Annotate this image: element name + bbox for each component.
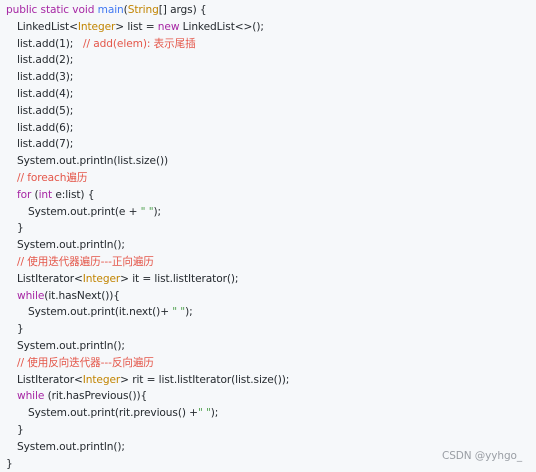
- code-line: list.add(2);: [17, 54, 74, 67]
- code-text: System.out.print(rit.previous() +: [28, 407, 198, 420]
- code-comment: // add(elem): 表示尾插: [83, 37, 196, 50]
- code-keyword: new: [157, 20, 180, 33]
- code-text: e:list) {: [52, 188, 95, 201]
- code-method-name: main: [97, 4, 124, 16]
- code-text: (: [123, 4, 128, 16]
- code-text: ListIterator<: [17, 272, 83, 285]
- code-line: ListIterator<Integer> it = list.listIter…: [6, 271, 536, 288]
- code-line: while (rit.hasPrevious()){: [6, 388, 536, 405]
- code-text: );: [210, 407, 219, 420]
- code-line: list.add(1); // add(elem): 表示尾插: [6, 36, 536, 53]
- code-line: list.add(6);: [17, 121, 74, 134]
- code-text: System.out.print(e +: [28, 205, 141, 218]
- code-line: while(it.hasNext()){: [6, 288, 536, 305]
- code-text: > list =: [115, 20, 158, 33]
- code-line: LinkedList<Integer> list = new LinkedLis…: [6, 19, 536, 36]
- code-string: " ": [140, 205, 154, 218]
- code-line: System.out.print(rit.previous() +" ");: [6, 405, 536, 422]
- code-text: list.add(1);: [17, 37, 84, 50]
- code-keyword: for: [17, 188, 32, 201]
- code-line: list.add(7);: [17, 138, 74, 151]
- code-keyword: public static void: [6, 4, 98, 16]
- code-text: [] args) {: [158, 4, 207, 16]
- code-line: list.add(5);: [17, 104, 74, 117]
- code-line: System.out.println();: [17, 440, 125, 453]
- code-comment: // 使用反向迭代器---反向遍历: [17, 356, 154, 369]
- code-text: > it = list.listIterator();: [120, 272, 239, 285]
- code-type: Integer: [82, 272, 121, 285]
- code-text: System.out.print(it.next()+: [28, 306, 173, 319]
- code-line: }: [17, 423, 24, 436]
- code-text: ListIterator<: [17, 373, 83, 386]
- code-line: public static void main(String[] args) {: [6, 2, 536, 19]
- code-text: );: [153, 205, 161, 218]
- code-keyword: while: [17, 390, 45, 403]
- code-line: list.add(3);: [17, 71, 74, 84]
- code-line: }: [6, 457, 13, 470]
- code-text: (it.hasNext()){: [44, 289, 120, 302]
- code-line: list.add(4);: [17, 87, 74, 100]
- code-text: LinkedList<>();: [179, 20, 264, 33]
- code-text: (rit.hasPrevious()){: [44, 390, 148, 403]
- code-line: System.out.print(it.next()+ " ");: [6, 304, 536, 321]
- code-text: LinkedList<: [17, 20, 78, 33]
- code-line: System.out.println(list.size()): [17, 155, 169, 168]
- code-text: (: [31, 188, 39, 201]
- code-keyword: int: [38, 188, 53, 201]
- code-line: System.out.print(e + " ");: [6, 204, 536, 221]
- watermark: CSDN @yyhgo_: [442, 450, 522, 463]
- code-string: " ": [197, 407, 211, 420]
- code-type: String: [127, 4, 159, 16]
- code-text: > rit = list.listIterator(list.size());: [120, 373, 290, 386]
- code-keyword: while: [17, 289, 45, 302]
- code-line: System.out.println();: [17, 339, 125, 352]
- code-type: Integer: [82, 373, 121, 386]
- code-line: }: [17, 222, 24, 235]
- code-string: " ": [172, 306, 186, 319]
- code-line: System.out.println();: [17, 239, 125, 252]
- code-line: ListIterator<Integer> rit = list.listIte…: [6, 372, 536, 389]
- code-line: for (int e:list) {: [6, 187, 536, 204]
- code-type: Integer: [77, 20, 116, 33]
- code-line: }: [17, 323, 24, 336]
- code-comment: // 使用迭代器遍历---正向遍历: [17, 255, 154, 268]
- code-comment: // foreach遍历: [17, 171, 88, 184]
- code-text: );: [185, 306, 193, 319]
